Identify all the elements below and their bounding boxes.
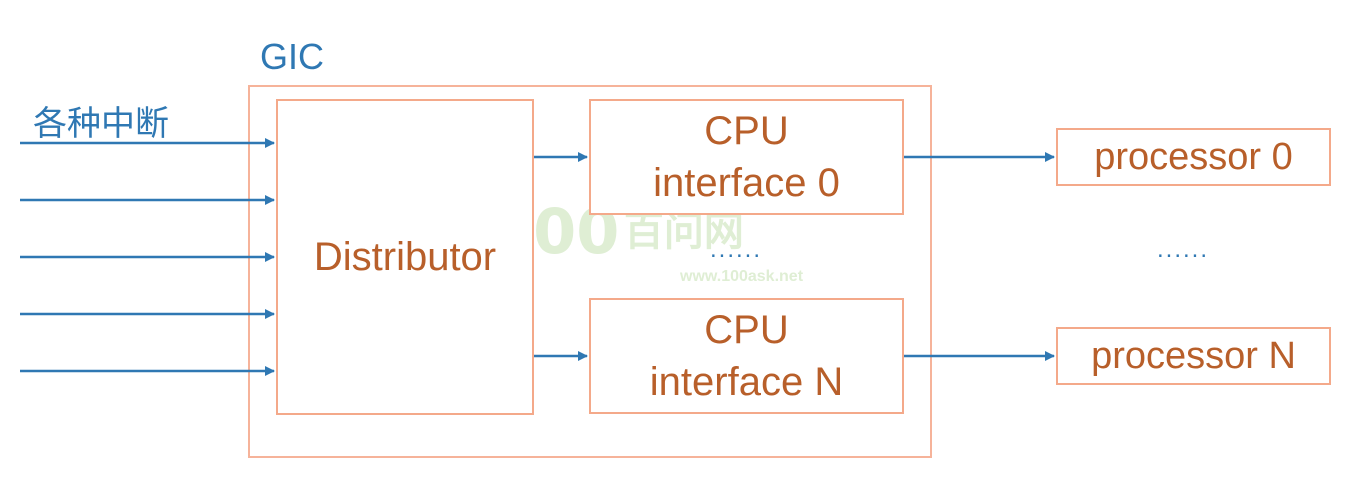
processor-n-label: processor N: [1091, 334, 1296, 377]
cpu-interface-0-box: CPU interface 0: [589, 99, 904, 215]
cpu-ellipsis: ......: [710, 236, 763, 263]
gic-title: GIC: [260, 36, 325, 77]
cpu-interface-0-line2: interface 0: [653, 161, 840, 205]
processor-0-label: processor 0: [1094, 135, 1293, 178]
cpu-interface-n-line2: interface N: [649, 360, 844, 404]
distributor-box: Distributor: [276, 99, 534, 415]
processor-ellipsis: ......: [1157, 236, 1210, 263]
distributor-label: Distributor: [313, 234, 497, 279]
processor-n-box: processor N: [1056, 327, 1331, 385]
cpu-interface-n-box: CPU interface N: [589, 298, 904, 414]
cpu-interface-0-line1: CPU: [704, 109, 789, 153]
watermark-brand: 百问网: [623, 210, 744, 254]
cpu-interface-n-line1: CPU: [704, 308, 789, 352]
processor-0-box: processor 0: [1056, 128, 1331, 186]
watermark-url: www.100ask.net: [680, 268, 804, 285]
gic-container: [248, 85, 932, 458]
interrupts-label: 各种中断: [33, 104, 169, 144]
